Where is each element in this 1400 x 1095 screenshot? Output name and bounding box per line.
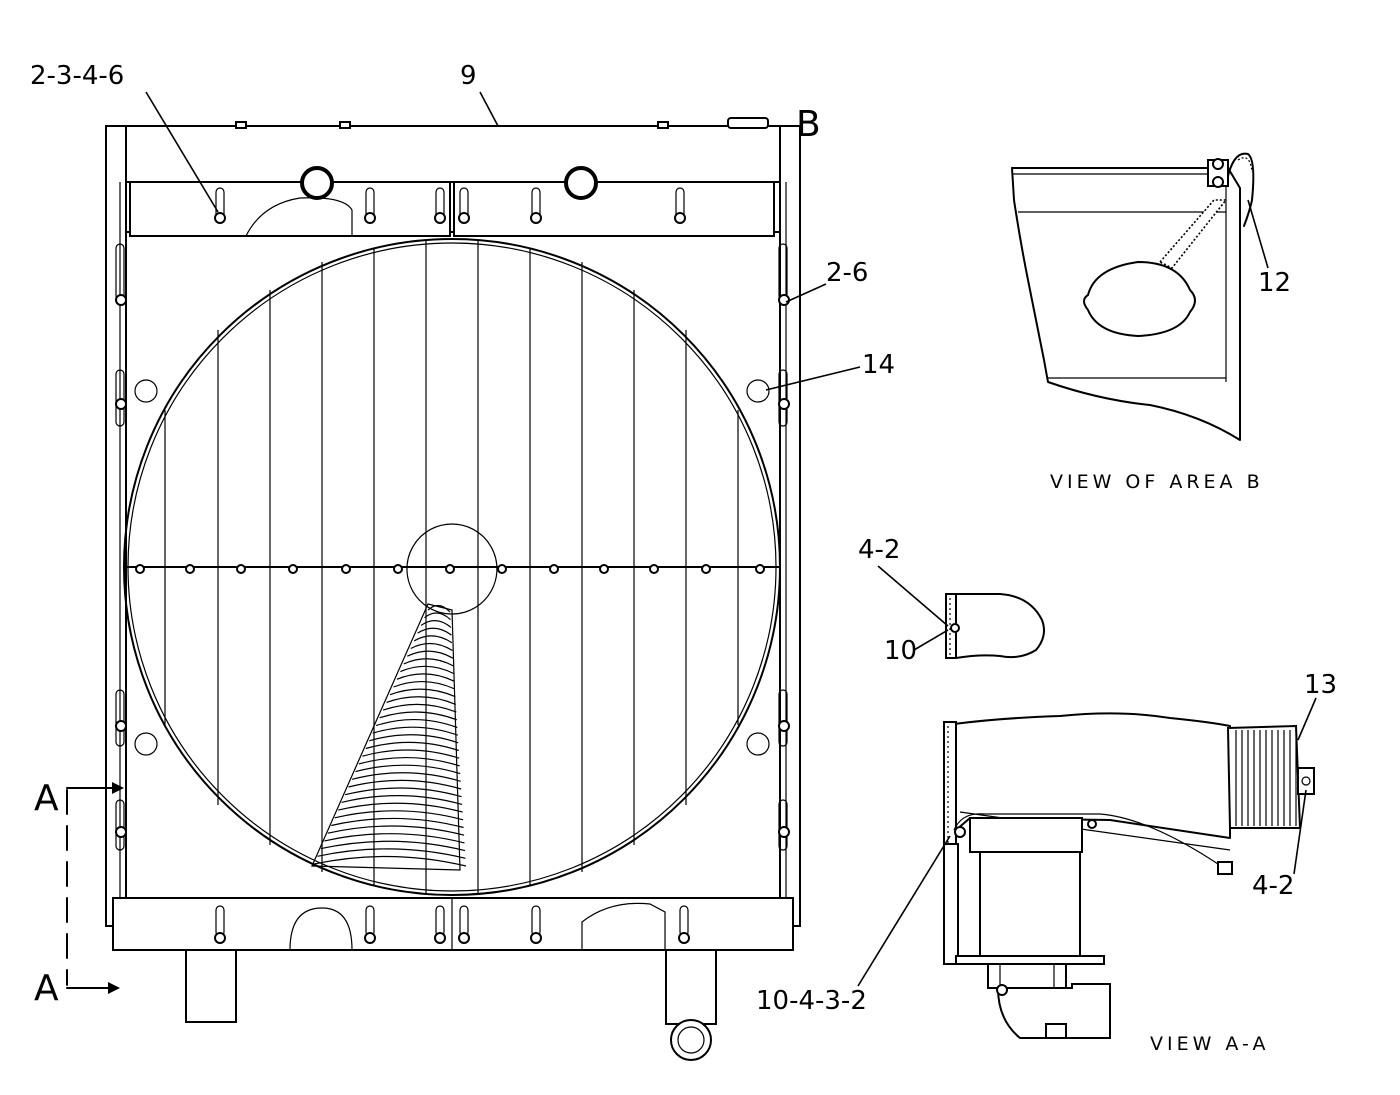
fan-blade-arc [317, 848, 466, 859]
section-a-bottom-label: A [34, 968, 59, 1009]
fan-blade-arc [369, 734, 459, 744]
fan-blade-arc [372, 726, 458, 736]
fan-blade-arc [386, 696, 457, 705]
fan-blade-arc [358, 756, 460, 767]
fan-blade-arc [313, 855, 467, 867]
callout-2-3-4-6: 2-3-4-6 [30, 61, 124, 91]
view-aa-motor [979, 851, 1081, 957]
mount-hole-1 [134, 379, 158, 403]
fan-blade-arc [351, 772, 461, 782]
mount-hole-3 [134, 732, 158, 756]
bottom-tank [112, 897, 794, 951]
fan-blade-arc [427, 604, 451, 613]
view-aa-bellows [1226, 724, 1302, 829]
mount-hole-2 [746, 379, 770, 403]
fan-cutaway [311, 603, 461, 871]
fan-blade-arc [331, 817, 464, 829]
fan-blade-arc [424, 612, 451, 621]
top-shroud-left [129, 181, 451, 237]
fan-blade-arc [389, 688, 456, 698]
bottom-tank-slots [214, 905, 690, 944]
fan-blade-arc [365, 741, 459, 752]
view-aa-motor-cap [969, 817, 1083, 853]
callout-14: 14 [862, 350, 895, 380]
view-a-a: 13 4-2 10-4-3-2 VIEW A-A [756, 670, 1337, 1055]
top-shroud-slots [214, 187, 686, 224]
callout-9: 9 [460, 61, 477, 91]
fan-blade-arc [338, 802, 463, 813]
fan-blade-arc [410, 642, 453, 652]
cross-bar-bolts [135, 564, 765, 574]
side-slots [115, 243, 790, 851]
fan-blade-arc [413, 635, 453, 644]
lower-pipe-left [185, 949, 237, 1023]
lower-pipe-right [665, 949, 717, 1025]
upper-outlet-left [300, 166, 334, 200]
fan-blade-arc [417, 627, 452, 636]
fan-blade-arc [403, 658, 454, 667]
main-callouts: 2-3-4-6 9 2-6 14 [30, 61, 895, 391]
fan-blade-arc [344, 787, 462, 798]
section-a-indicator: A A [34, 778, 124, 1009]
right-side-frame [779, 125, 801, 927]
callout-13: 13 [1304, 670, 1337, 700]
callout-view-aa-4-2: 4-2 [1252, 871, 1294, 901]
detail-4-2-10: 4-2 10 [858, 535, 1045, 666]
fan-blade-arc [348, 779, 462, 790]
fan-blade-arc [407, 650, 454, 659]
fan-blade-arc [362, 749, 460, 759]
callout-detail-10: 10 [884, 636, 917, 666]
caption-view-a-a: VIEW A-A [1150, 1033, 1269, 1055]
fan-hub [406, 523, 498, 615]
fan-blade-arc [327, 825, 465, 836]
top-tank [112, 125, 794, 183]
fan-blade-arc [420, 620, 452, 628]
mount-hole-4 [746, 732, 770, 756]
area-b-fitting [1083, 261, 1196, 337]
fan-blade-arc [376, 719, 458, 729]
area-b-marker: B [796, 104, 821, 145]
upper-outlet-right [564, 166, 598, 200]
callout-10-4-3-2: 10-4-3-2 [756, 986, 867, 1016]
callout-2-6: 2-6 [826, 258, 868, 288]
fan-blade-arcs [313, 604, 467, 867]
top-shroud-right [453, 181, 775, 237]
fan-blade-arc [355, 764, 461, 775]
filler-cap [727, 117, 769, 129]
callout-detail-4-2: 4-2 [858, 535, 900, 565]
fan-blade-arc [379, 711, 458, 721]
fan-blade-arc [334, 810, 464, 821]
area-b-hose [1158, 199, 1228, 270]
callout-12: 12 [1258, 268, 1291, 298]
fan-blade-arc [341, 795, 463, 805]
fan-blade-arc [396, 673, 455, 682]
fan-blade-arc [400, 665, 455, 675]
radiator-assembly [105, 117, 801, 1061]
fan-blade-arc [382, 703, 457, 713]
caption-view-area-b: VIEW OF AREA B [1050, 471, 1264, 493]
fan-blade-arc [320, 840, 466, 852]
view-area-b: 12 VIEW OF AREA B [1011, 152, 1291, 493]
section-a-top-label: A [34, 778, 59, 819]
fan-blade-arc [324, 833, 465, 844]
fan-blade-arc [393, 680, 456, 690]
